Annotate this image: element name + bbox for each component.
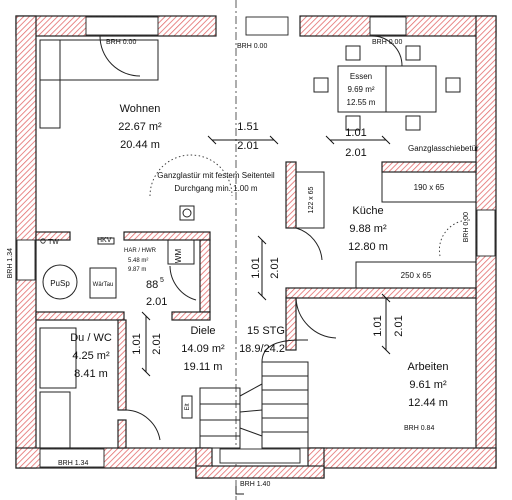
door-swings — [99, 35, 471, 441]
room-area-essen: 9.69 m² — [347, 85, 374, 94]
brh-label-top-center: BRH 0.00 — [237, 43, 267, 50]
window-openings — [16, 16, 496, 468]
door-width-wohnen: 1.51 — [237, 121, 258, 133]
wall-bottom-right — [309, 447, 497, 469]
room-perimeter-essen: 12.55 m — [347, 98, 376, 107]
room-perimeter-wohnen: 20.44 m — [120, 139, 160, 151]
label-counter-top: 190 x 65 — [414, 183, 445, 192]
label-wm: WM — [174, 249, 183, 264]
door-height-kueche-side: 2.01 — [269, 257, 281, 278]
door-width-du-wc: 1.01 — [131, 333, 143, 354]
door-width-har: 88 — [146, 279, 158, 291]
dining-table — [337, 65, 437, 113]
room-area-har: 5.48 m² — [128, 258, 148, 264]
label-tw: TW — [48, 239, 59, 246]
staircase — [199, 339, 309, 495]
door-height-wohnen: 2.01 — [237, 140, 258, 152]
room-name-du-wc: Du / WC — [70, 332, 112, 344]
room-name-wohnen: Wohnen — [120, 103, 161, 115]
fixtures — [39, 39, 477, 449]
label-pusp: PuSp — [50, 279, 70, 288]
room-name-har: HAR / HWR — [124, 248, 157, 254]
counter-side — [295, 171, 325, 229]
brh-label-bottom-center: BRH 1.40 — [240, 481, 270, 488]
room-perimeter-diele: 19.11 m — [184, 361, 223, 373]
room-name-arbeiten: Arbeiten — [408, 361, 449, 373]
room-perimeter-har: 9.87 m — [128, 267, 146, 273]
brh-label-wohnen: BRH 0.00 — [106, 39, 136, 46]
door-width-kueche-side: 1.01 — [250, 257, 262, 278]
label-elt: Elt — [185, 403, 191, 410]
brh-label-left: BRH 1.34 — [7, 248, 14, 278]
door-height-har: 2.01 — [146, 296, 167, 308]
stairs-count: 15 STG — [247, 325, 285, 337]
door-width-kueche-top: 1.01 — [345, 127, 366, 139]
room-name-diele: Diele — [190, 325, 215, 337]
room-area-arbeiten: 9.61 m² — [409, 379, 447, 391]
door-height-arbeiten: 2.01 — [393, 315, 405, 336]
dimension-ticks — [141, 135, 391, 377]
interior-walls — [35, 161, 477, 449]
door-height-du-wc: 2.01 — [151, 333, 163, 354]
room-area-wohnen: 22.67 m² — [118, 121, 162, 133]
label-counter-side: 122 x 65 — [308, 186, 315, 213]
pump-storage — [42, 264, 78, 300]
stair-bay-bottom — [195, 465, 325, 479]
label-counter-bottom: 250 x 65 — [401, 271, 432, 280]
room-area-kueche: 9.88 m² — [349, 223, 387, 235]
room-area-du-wc: 4.25 m² — [72, 350, 110, 362]
room-name-essen: Essen — [350, 72, 372, 81]
room-perimeter-arbeiten: 12.44 m — [408, 397, 448, 409]
note-ganzglasschiebetuer: Ganzglasschiebetür — [408, 144, 479, 153]
brh-label-kueche: BRH 0.00 — [463, 212, 470, 242]
door-width-har-sup: 5 — [160, 277, 164, 284]
brh-label-essen: BRH 0.00 — [372, 39, 402, 46]
room-perimeter-kueche: 12.80 m — [348, 241, 388, 253]
room-area-diele: 14.09 m² — [181, 343, 225, 355]
door-width-arbeiten: 1.01 — [372, 315, 384, 336]
label-hkv: HKV — [97, 237, 112, 244]
note-ganzglastuer-line2: Durchgang min. 1.00 m — [174, 184, 257, 193]
room-perimeter-du-wc: 8.41 m — [74, 368, 108, 380]
note-ganzglastuer-line1: Ganzglastür mit festem Seitenteil — [157, 171, 275, 180]
room-name-kueche: Küche — [352, 205, 383, 217]
counter-top — [381, 171, 477, 203]
sofa — [39, 39, 159, 81]
brh-label-arbeiten: BRH 0.84 — [404, 425, 434, 432]
brh-label-bottom-left: BRH 1.34 — [58, 460, 88, 467]
door-height-kueche-top: 2.01 — [345, 147, 366, 159]
counter-bottom — [355, 261, 477, 289]
label-waertau: WärTau — [93, 282, 114, 288]
stairs-ratio: 18.9/24.2 — [239, 343, 285, 355]
